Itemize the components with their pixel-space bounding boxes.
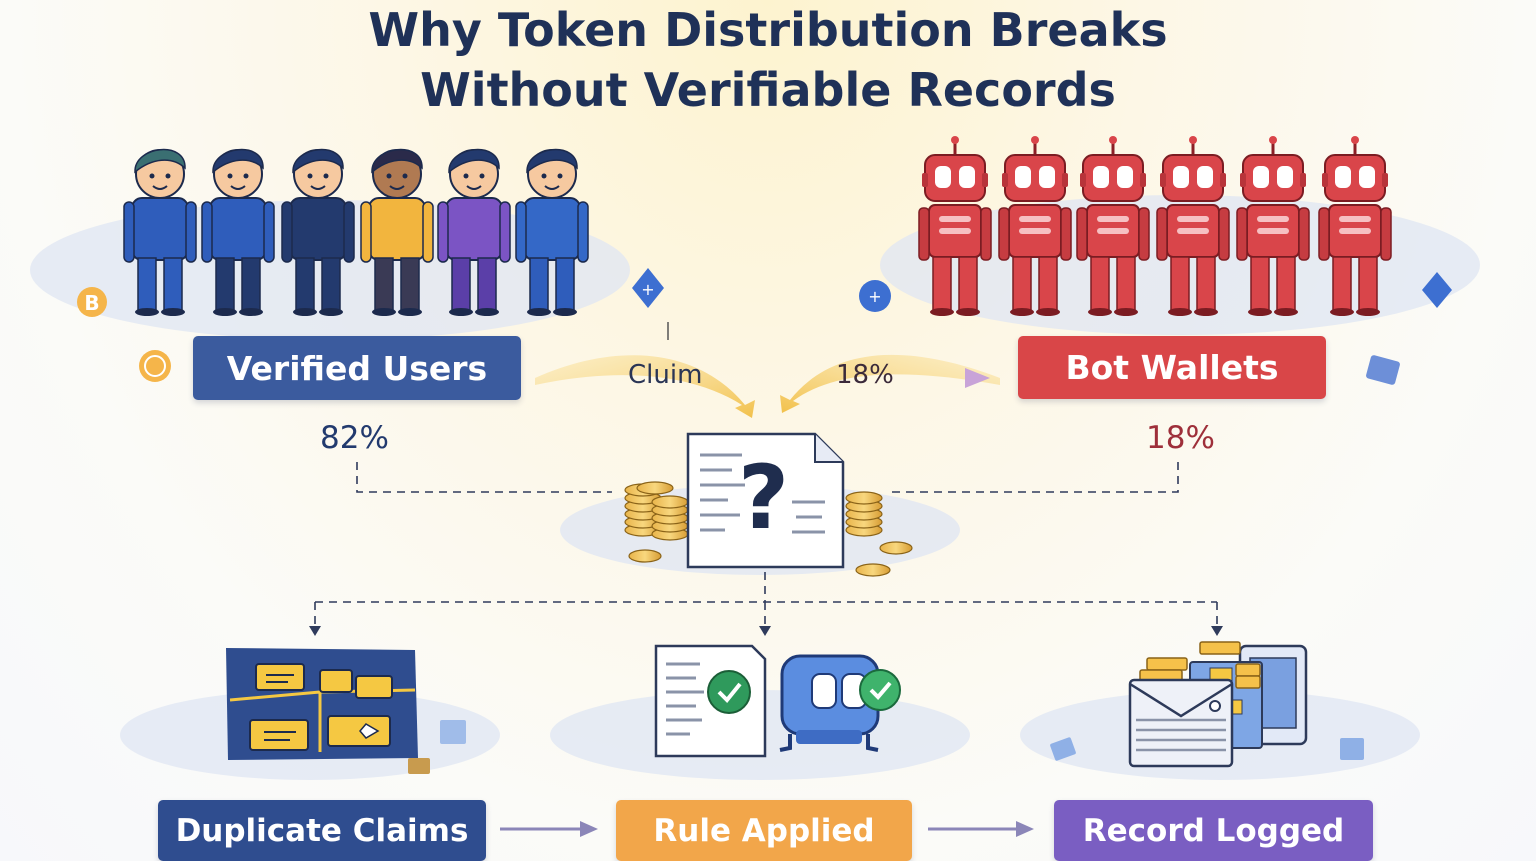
verified-users-label: Verified Users bbox=[193, 336, 521, 400]
rule-applied-text: Rule Applied bbox=[653, 813, 874, 849]
claim-flow-label: Cluim bbox=[628, 360, 702, 390]
flow-arrow-1 bbox=[500, 821, 598, 837]
token-coin-icon bbox=[139, 350, 171, 382]
question-mark: ? bbox=[738, 454, 789, 542]
diamond-token-icon-left: + bbox=[632, 268, 664, 308]
bitcoin-coin-icon: B bbox=[77, 287, 107, 317]
flow-arrow-2 bbox=[928, 821, 1034, 837]
svg-text:+: + bbox=[641, 280, 654, 299]
blue-token-icon-right: + bbox=[859, 280, 891, 312]
bot-flow-label: 18% bbox=[836, 360, 894, 390]
dashed-arrowheads bbox=[309, 626, 1223, 636]
duplicate-claims-text: Duplicate Claims bbox=[176, 813, 469, 849]
svg-text:B: B bbox=[84, 291, 99, 315]
svg-text:+: + bbox=[868, 287, 881, 306]
duplicate-claims-label: Duplicate Claims bbox=[158, 800, 486, 861]
rule-applied-label: Rule Applied bbox=[616, 800, 912, 861]
verified-users-text: Verified Users bbox=[227, 349, 487, 388]
record-logged-label: Record Logged bbox=[1054, 800, 1373, 861]
bot-wallets-label: Bot Wallets bbox=[1018, 336, 1326, 399]
bot-wallets-text: Bot Wallets bbox=[1065, 348, 1278, 387]
verified-users-share: 82% bbox=[320, 420, 389, 456]
record-logged-text: Record Logged bbox=[1083, 813, 1345, 849]
bot-wallets-share: 18% bbox=[1146, 420, 1215, 456]
crypto-card-icon bbox=[1365, 355, 1400, 386]
